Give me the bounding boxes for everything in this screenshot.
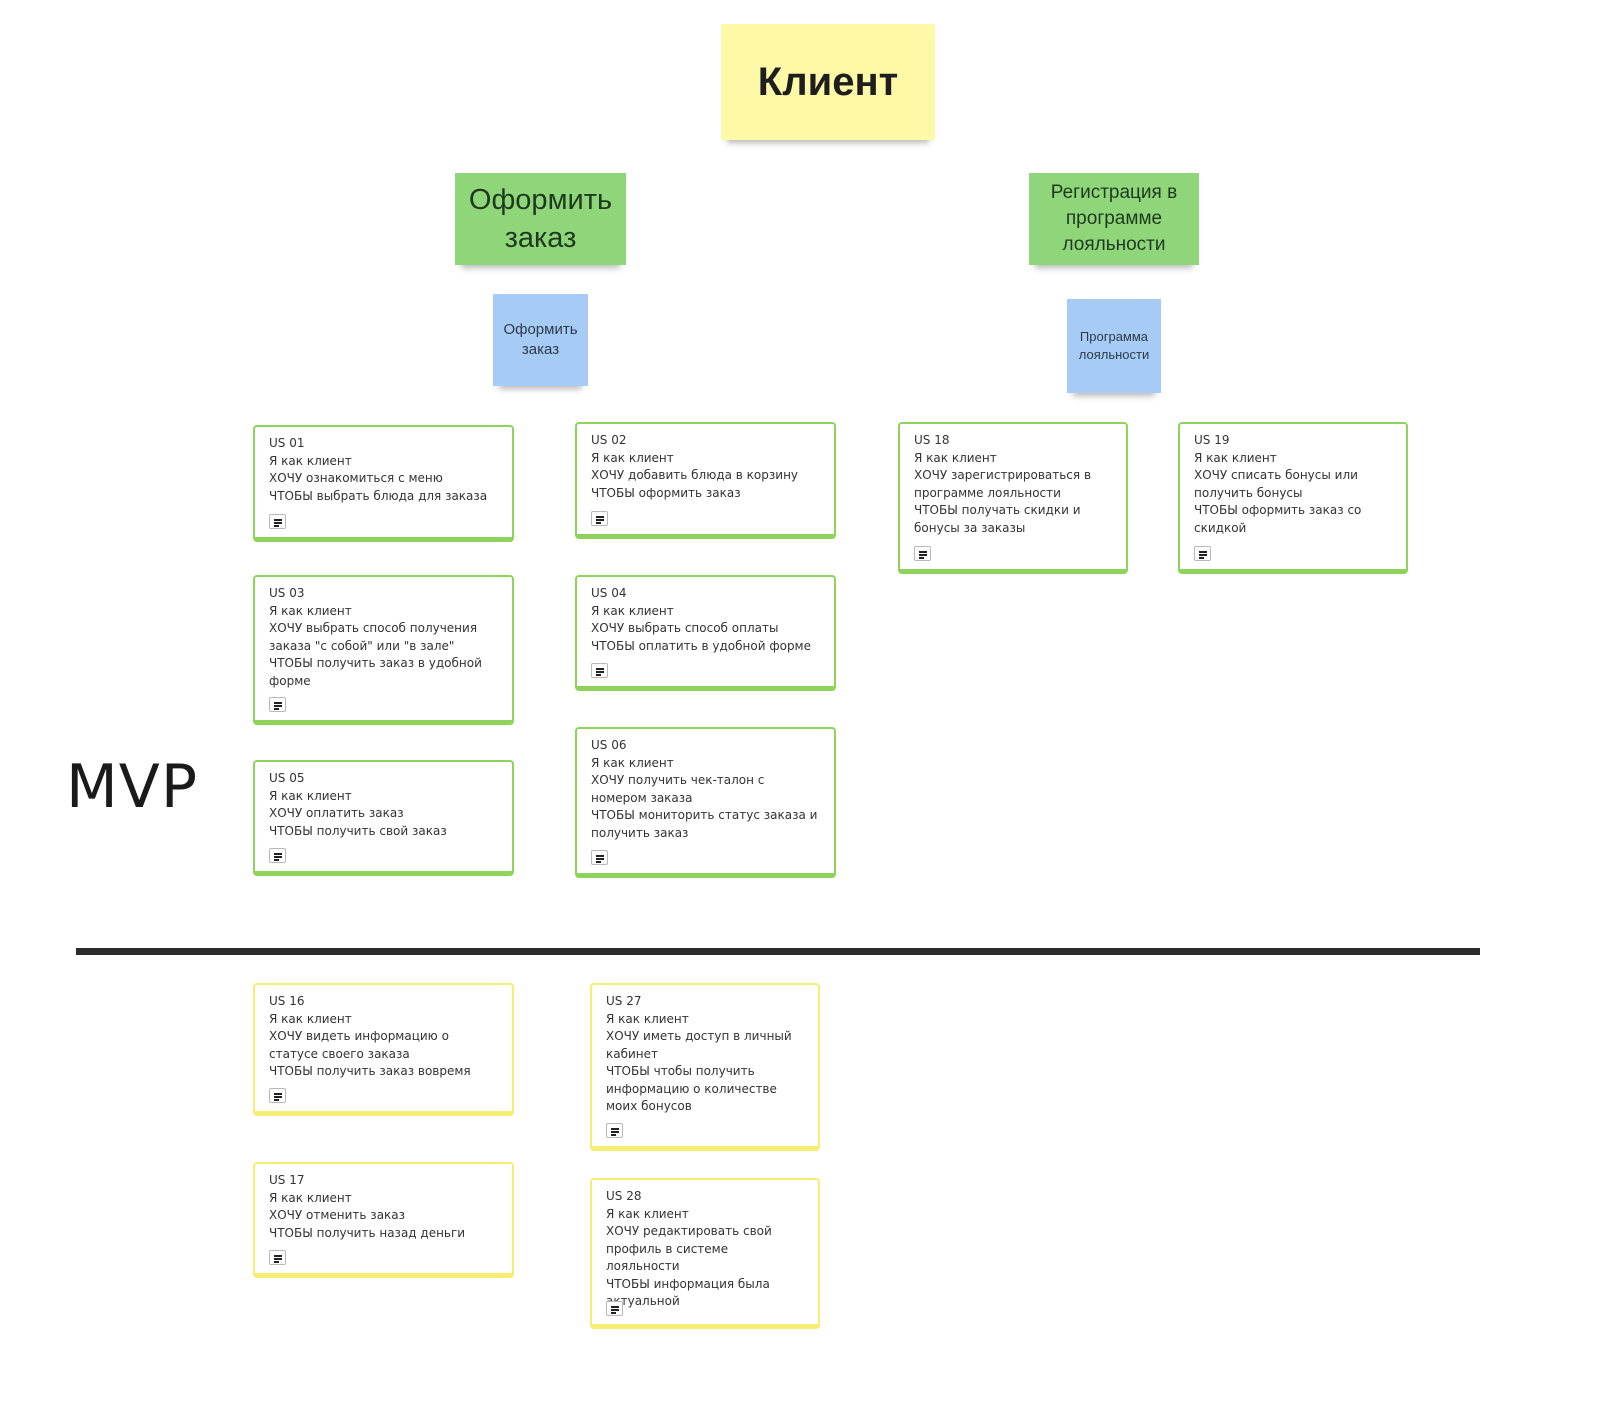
story-card-id: US 01 [269, 436, 305, 450]
sticky-epic-loyalty[interactable]: Программа лояльности [1067, 299, 1161, 393]
story-card-line: ХОЧУ зарегистрироваться в программе лоял… [914, 468, 1092, 500]
notes-icon[interactable] [269, 1250, 286, 1265]
story-card-line: ЧТОБЫ получить свой заказ [269, 823, 447, 838]
story-card-line: ХОЧУ выбрать способ получения заказа "с … [269, 621, 478, 653]
story-card-line: ЧТОБЫ получить заказ в удобной форме [269, 656, 482, 688]
story-card-line: ХОЧУ отменить заказ [269, 1208, 406, 1222]
story-card-line: Я как клиент [1194, 450, 1277, 465]
story-card-line: ЧТОБЫ оформить заказ со скидкой [1194, 503, 1362, 535]
story-card-line: Я как клиент [269, 788, 352, 803]
story-card-line: ЧТОБЫ информация была актуальной [606, 1276, 770, 1309]
story-card-line: Я как клиент [606, 1011, 689, 1026]
story-card-line: ХОЧУ получить чек-талон с номером заказа [591, 773, 765, 805]
notes-icon[interactable] [606, 1123, 623, 1138]
notes-icon[interactable] [914, 546, 931, 561]
sticky-activity-place-order[interactable]: Оформить заказ [455, 173, 626, 265]
story-card-line: ХОЧУ ознакомиться с меню [269, 471, 443, 485]
story-card-line: ХОЧУ списать бонусы или получить бонусы [1194, 468, 1358, 500]
sticky-epic-place-order[interactable]: Оформить заказ [493, 294, 588, 386]
mvp-label: MVP [66, 752, 198, 822]
story-card-line: ЧТОБЫ чтобы получить информацию о количе… [606, 1064, 777, 1113]
story-card-line: Я как клиент [269, 453, 352, 468]
story-card-id: US 05 [269, 771, 305, 785]
story-card-id: US 28 [606, 1189, 642, 1203]
story-card-line: ХОЧУ редактировать свой профиль в систем… [606, 1224, 772, 1273]
story-card-line: ХОЧУ оплатить заказ [269, 806, 404, 820]
story-card-line: Я как клиент [269, 1011, 352, 1026]
story-card-id: US 02 [591, 433, 627, 447]
story-card-id: US 04 [591, 586, 627, 600]
notes-icon[interactable] [1194, 546, 1211, 561]
story-card-line: ЧТОБЫ оформить заказ [591, 485, 741, 500]
story-card-id: US 16 [269, 994, 305, 1008]
story-card-id: US 19 [1194, 433, 1230, 447]
story-card-line: Я как клиент [591, 755, 674, 770]
story-card-line: Я как клиент [269, 1190, 352, 1205]
sticky-client[interactable]: Клиент [721, 24, 935, 140]
story-card-line: ХОЧУ видеть информацию о статусе своего … [269, 1029, 449, 1061]
story-card-line: ЧТОБЫ выбрать блюда для заказа [269, 488, 488, 503]
notes-icon[interactable] [591, 850, 608, 865]
notes-icon[interactable] [269, 1088, 286, 1103]
story-card-id: US 17 [269, 1173, 305, 1187]
story-card-line: Я как клиент [269, 603, 352, 618]
sticky-activity-loyalty[interactable]: Регистрация в программе лояльности [1029, 173, 1199, 265]
story-card-line: ХОЧУ добавить блюда в корзину [591, 468, 799, 482]
story-card-id: US 18 [914, 433, 950, 447]
notes-icon[interactable] [269, 848, 286, 863]
story-card-id: US 03 [269, 586, 305, 600]
notes-icon[interactable] [269, 697, 286, 712]
story-card-line: Я как клиент [914, 450, 997, 465]
story-card-line: Я как клиент [591, 603, 674, 618]
story-card-line: ЧТОБЫ получить назад деньги [269, 1225, 466, 1240]
story-card-line: ХОЧУ иметь доступ в личный кабинет [606, 1029, 792, 1061]
story-card-line: ЧТОБЫ оплатить в удобной форме [591, 638, 811, 653]
story-card-line: ХОЧУ выбрать способ оплаты [591, 621, 779, 635]
story-card-line: ЧТОБЫ получить заказ вовремя [269, 1064, 471, 1078]
notes-icon[interactable] [591, 511, 608, 526]
story-card-line: Я как клиент [606, 1206, 689, 1221]
notes-icon[interactable] [591, 663, 608, 678]
story-card-line: ЧТОБЫ получать скидки и бонусы за заказы [914, 503, 1081, 535]
story-card-line: ЧТОБЫ мониторить статус заказа и получит… [591, 808, 818, 840]
notes-icon[interactable] [269, 514, 286, 529]
story-card-id: US 27 [606, 994, 642, 1008]
story-card-line: Я как клиент [591, 450, 674, 465]
story-card-id: US 06 [591, 738, 627, 752]
release-divider [76, 948, 1480, 955]
notes-icon[interactable] [606, 1301, 623, 1316]
